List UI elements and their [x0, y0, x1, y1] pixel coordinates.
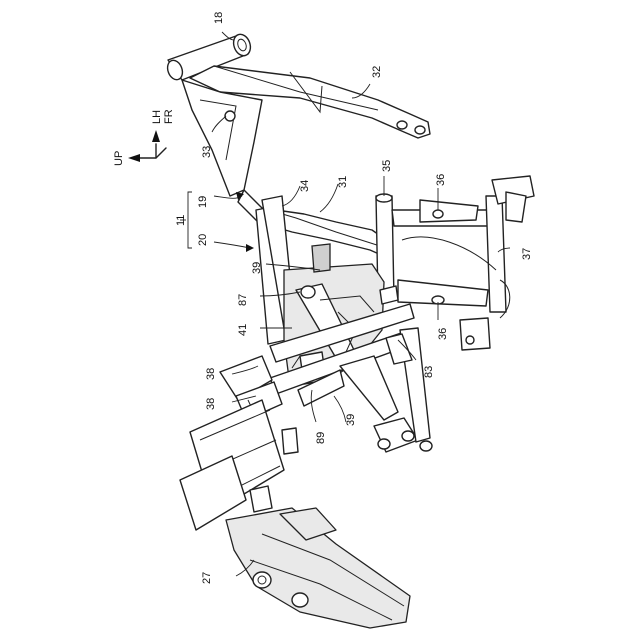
label-83: 83 [423, 366, 435, 378]
label-32: 32 [371, 66, 383, 78]
lh-label: LH [151, 110, 163, 124]
label-39-upper: 39 [251, 262, 263, 274]
fr-label: FR [163, 109, 175, 124]
label-87: 87 [237, 294, 249, 306]
label-36-upper: 36 [435, 174, 447, 186]
label-18: 18 [213, 12, 225, 24]
up-label: UP [113, 151, 125, 166]
label-11: 11 [175, 215, 187, 226]
fr-arrowhead [128, 154, 140, 162]
label-38-lower: 38 [205, 398, 217, 410]
label-36-lower: 36 [437, 328, 449, 340]
label-33: 33 [201, 146, 213, 158]
label-27: 27 [201, 572, 213, 584]
orientation-indicator: UP LH FR [113, 109, 175, 166]
label-89: 89 [315, 432, 327, 444]
label-20: 20 [197, 234, 209, 246]
label-31: 31 [337, 176, 349, 188]
label-37: 37 [521, 248, 533, 260]
main-frame-gusset [182, 80, 262, 196]
label-34: 34 [299, 180, 311, 192]
label-39-lower: 39 [345, 414, 357, 426]
label-38-upper: 38 [205, 368, 217, 380]
right-frame-tubes [376, 176, 534, 350]
label-41: 41 [237, 324, 249, 336]
label-35: 35 [381, 160, 393, 172]
up-arrowhead [152, 130, 160, 142]
label-19: 19 [197, 196, 209, 208]
